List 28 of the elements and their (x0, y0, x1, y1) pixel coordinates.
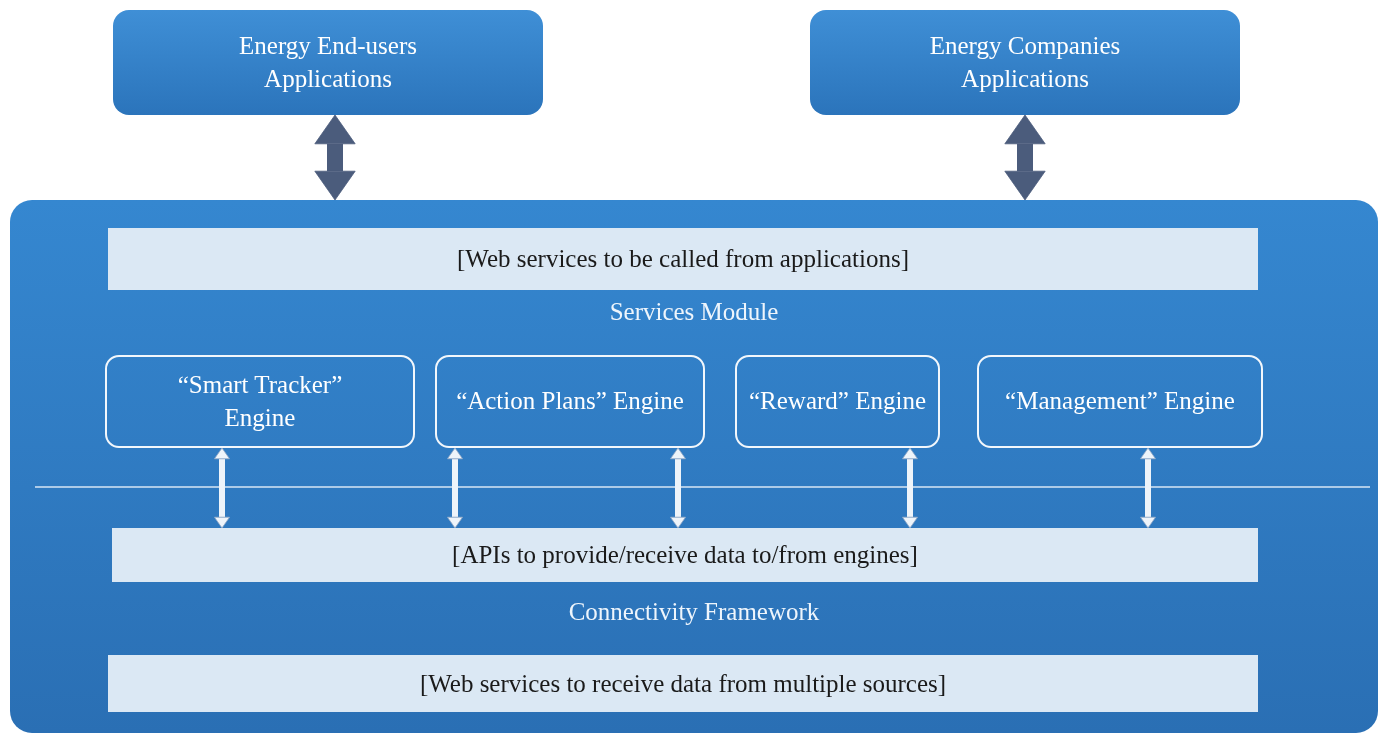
section-title: Connectivity Framework (567, 598, 821, 626)
engine-box (435, 355, 705, 448)
service-band (108, 655, 1258, 712)
service-band (112, 528, 1258, 582)
band-text: [APIs to provide/receive data to/from engines] (451, 541, 919, 569)
box-label: Energy Companies Applications (928, 31, 1122, 94)
double-arrow (1004, 114, 1046, 201)
engine-box (977, 355, 1263, 448)
double-arrow (314, 114, 356, 201)
engine-box (735, 355, 940, 448)
band-text: [Web services to receive data from multiple sources] (418, 669, 948, 698)
box-label: “Smart Tracker” Engine (176, 370, 344, 433)
box-label: “Reward” Engine (748, 386, 927, 417)
application-box (810, 10, 1240, 115)
engine-box (105, 355, 415, 448)
section-title: Services Module (608, 298, 780, 326)
band-text: [Web services to be called from applications] (456, 245, 910, 273)
platform-container (10, 200, 1378, 733)
double-arrow (447, 447, 463, 529)
double-arrow (214, 447, 230, 529)
box-label: “Action Plans” Engine (455, 386, 685, 417)
service-band (108, 228, 1258, 290)
double-arrow (670, 447, 686, 529)
application-box (113, 10, 543, 115)
box-label: Energy End-users Applications (238, 31, 418, 94)
box-label: “Management” Engine (1004, 386, 1236, 417)
double-arrow (1140, 447, 1156, 529)
double-arrow (902, 447, 918, 529)
